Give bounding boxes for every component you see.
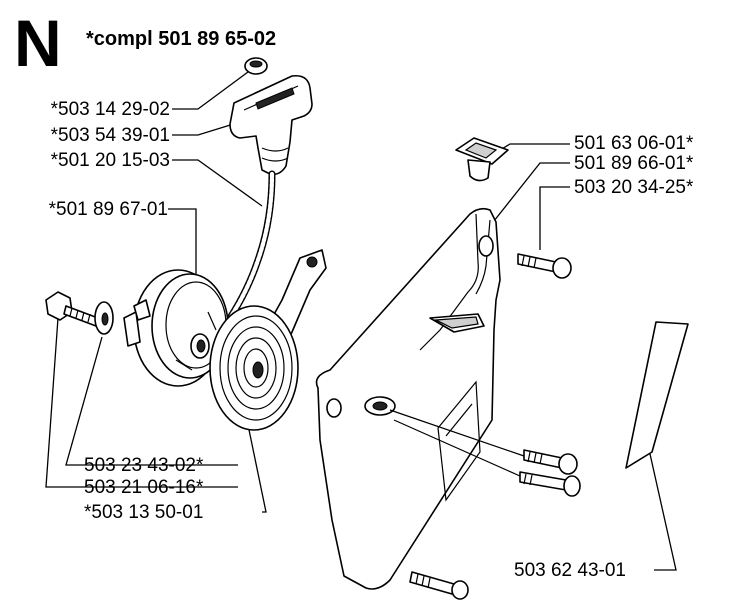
leader-screw [539, 186, 570, 250]
leader-housing [489, 162, 570, 227]
leader-decal [647, 444, 677, 571]
bushing-part [455, 137, 509, 182]
screw-part-2 [523, 449, 578, 475]
callout-washer: 503 23 43-02* [84, 455, 204, 476]
callout-cap-nut: *503 14 29-02 [50, 99, 170, 120]
leader-rope [172, 159, 263, 207]
leader-washer [65, 336, 238, 466]
callout-bushing: 501 63 06-01* [574, 133, 694, 154]
pulley-part [123, 269, 229, 387]
screw-part-3 [519, 471, 581, 497]
callout-pulley: *501 89 67-01 [48, 199, 168, 220]
leader-spring [247, 424, 267, 513]
leader-pulley [168, 208, 197, 285]
callout-decal: 503 62 43-01 [514, 560, 626, 581]
cap-nut-part [244, 57, 268, 75]
callout-bolt: 503 21 06-16* [84, 477, 204, 498]
callout-spring: *503 13 50-01 [84, 502, 204, 523]
decal-part [625, 321, 689, 469]
starter-handle-part [229, 74, 313, 176]
callout-housing: 501 89 66-01* [574, 153, 694, 174]
screw-part [517, 253, 572, 279]
callout-rope: *501 20 15-03 [50, 150, 170, 171]
washer-part [94, 301, 114, 335]
bolt-part [45, 291, 99, 327]
assembly-label: *compl 501 89 65-02 [86, 28, 277, 50]
section-letter: N [14, 6, 62, 80]
starter-housing-part [315, 207, 501, 590]
starter-rope-part [226, 170, 276, 322]
leader-handle [172, 121, 241, 136]
leader-bolt [45, 317, 238, 488]
callout-screw: 503 20 34-25* [574, 177, 694, 198]
screw-axis-line [389, 409, 525, 477]
recoil-spring-part [209, 249, 327, 431]
screw-part-4 [409, 571, 469, 600]
leader-cap-nut [172, 71, 249, 110]
callout-handle: *503 54 39-01 [50, 125, 170, 146]
